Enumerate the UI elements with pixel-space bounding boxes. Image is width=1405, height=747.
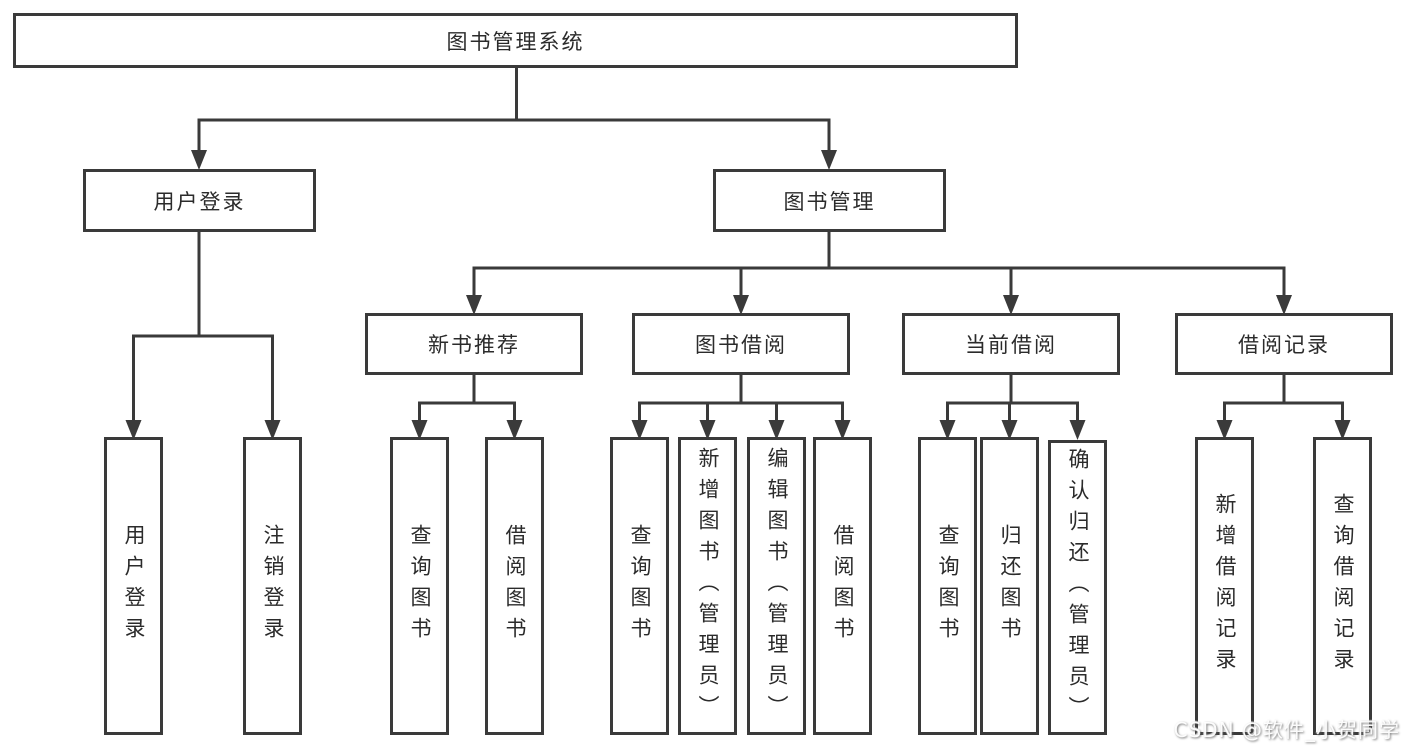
node-label: 归还图书: [998, 524, 1022, 648]
node-label: 注销登录: [261, 524, 285, 648]
node-label: 图书管理系统: [446, 29, 585, 54]
leaf-borrow-borrow: 借阅图书: [813, 437, 872, 735]
leaf-records-query: 查询借阅记录: [1313, 437, 1372, 735]
node-label: 借阅图书: [503, 524, 527, 648]
leaf-newbook-borrow: 借阅图书: [485, 437, 544, 735]
node-label: 新增图书（管理员）: [696, 446, 720, 726]
leaf-logout: 注销登录: [243, 437, 302, 735]
leaf-current-query: 查询图书: [918, 437, 977, 735]
node-book-management: 图书管理: [713, 169, 946, 232]
leaf-current-return: 归还图书: [980, 437, 1039, 735]
node-label: 新书推荐: [428, 333, 520, 357]
connector-paths: [132, 68, 1344, 422]
node-label: 新增借阅记录: [1213, 493, 1237, 679]
leaf-borrow-query: 查询图书: [610, 437, 669, 735]
node-label: 查询图书: [628, 524, 652, 648]
leaf-borrow-edit-admin: 编辑图书（管理员）: [747, 437, 806, 735]
node-label: 编辑图书（管理员）: [765, 446, 789, 726]
node-label: 图书管理: [783, 189, 876, 214]
node-new-book-recommend: 新书推荐: [365, 313, 583, 375]
node-current-borrow: 当前借阅: [902, 313, 1120, 375]
connector-arrowheads: [125, 150, 1351, 440]
leaf-newbook-query: 查询图书: [390, 437, 449, 735]
node-label: 借阅记录: [1238, 333, 1330, 357]
leaf-current-confirm-admin: 确认归还（管理员）: [1048, 440, 1107, 735]
node-label: 借阅图书: [831, 524, 855, 648]
node-root-library-system: 图书管理系统: [13, 13, 1018, 68]
node-borrow-records: 借阅记录: [1175, 313, 1393, 375]
csdn-watermark: CSDN @软件_小贺同学: [1173, 718, 1400, 742]
node-label: 查询借阅记录: [1331, 493, 1355, 679]
node-user-login: 用户登录: [83, 169, 316, 232]
node-book-borrow: 图书借阅: [632, 313, 850, 375]
leaf-user-login: 用户登录: [104, 437, 163, 735]
node-label: 当前借阅: [965, 333, 1057, 357]
node-label: 用户登录: [122, 524, 146, 648]
node-label: 用户登录: [153, 189, 246, 214]
node-label: 图书借阅: [695, 333, 787, 357]
node-label: 查询图书: [936, 524, 960, 648]
leaf-borrow-add-admin: 新增图书（管理员）: [678, 437, 737, 735]
leaf-records-add: 新增借阅记录: [1195, 437, 1254, 735]
node-label: 查询图书: [408, 524, 432, 648]
node-label: 确认归还（管理员）: [1066, 448, 1090, 727]
